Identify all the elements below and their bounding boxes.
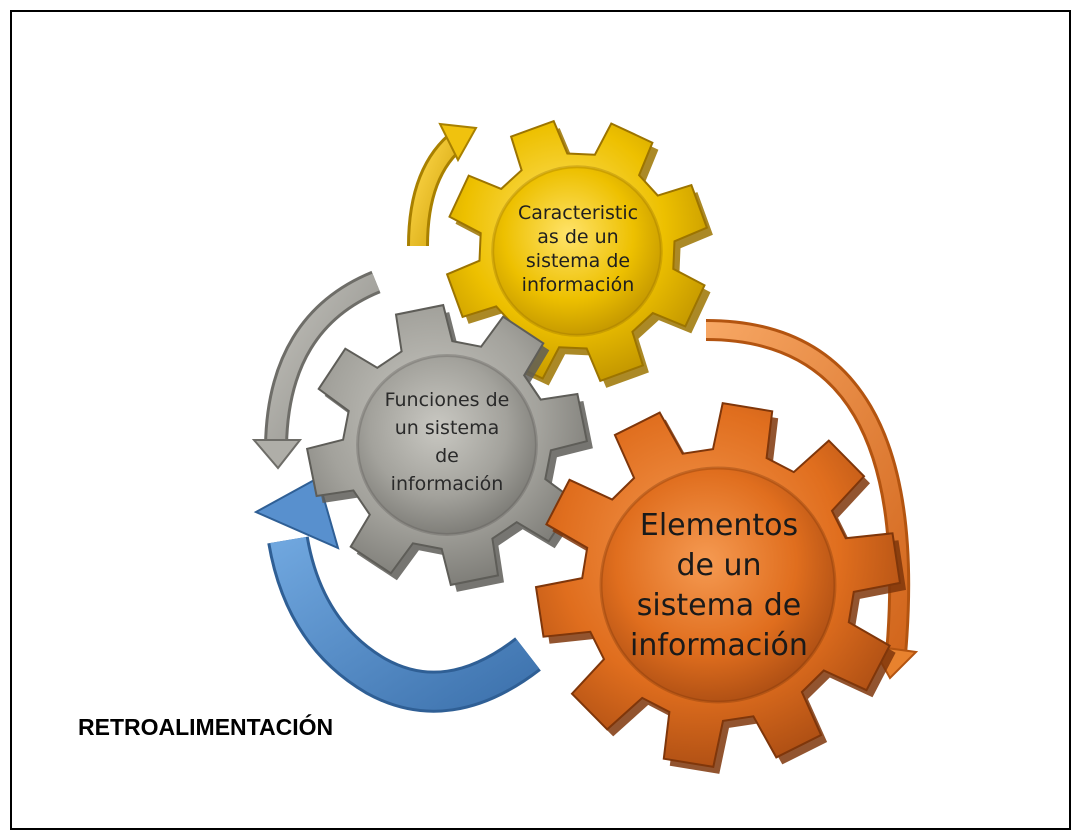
funciones-label: Funciones de un sistema de información <box>384 389 510 495</box>
elementos-label: Elementos de un sistema de información <box>630 508 808 663</box>
gear-funciones <box>305 303 593 592</box>
gray-arrow <box>251 270 381 470</box>
gear-caracteristicas <box>445 119 713 388</box>
caracteristicas-label: Caracteristic as de un sistema de inform… <box>517 202 639 296</box>
diagram-frame <box>10 10 1071 830</box>
gold-arrow <box>407 122 478 247</box>
blue-feedback-arrow <box>253 476 541 713</box>
retroalimentacion-caption: RETROALIMENTACIÓN <box>78 714 334 740</box>
gear-elementos <box>534 401 906 774</box>
